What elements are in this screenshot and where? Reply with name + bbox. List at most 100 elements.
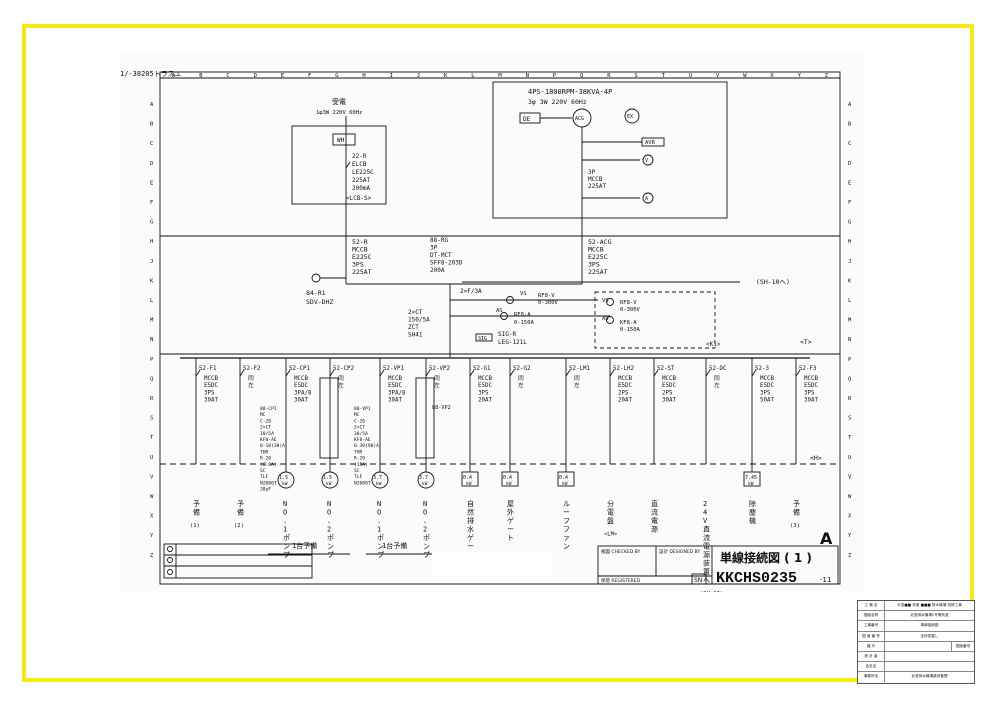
vp-starter-line: THR — [354, 449, 363, 455]
cp-starter-line: 30μF — [260, 487, 271, 493]
branch-tag: 52-G2 — [513, 366, 530, 372]
load-rating: 7.45 — [745, 475, 757, 481]
branch-label-char: 屋 — [507, 500, 514, 508]
vp-starter-line: C-20 — [354, 418, 365, 424]
branch-label-char: 盤 — [607, 516, 614, 525]
gen-voltmeter — [642, 154, 654, 166]
column-letter: Q — [580, 73, 583, 79]
branch-label-char: ー — [563, 509, 570, 517]
branch-spec: 同 — [248, 375, 254, 382]
branch-tag: 52-3 — [755, 366, 769, 372]
branch-label-char: 装 — [703, 559, 710, 568]
column-letter: L — [471, 73, 475, 79]
row-letter-right: U — [848, 455, 851, 461]
load-box — [501, 471, 519, 487]
breaker-symbol — [345, 161, 351, 169]
branch-label-char: プ — [327, 551, 334, 559]
k1-ammeter-symbol — [606, 316, 614, 324]
column-letter: F — [308, 73, 311, 79]
row-letter-left: A — [150, 102, 154, 108]
row-letter-right: K — [848, 278, 852, 284]
branch-breaker-symbol — [469, 369, 475, 377]
branch-spec: 左 — [434, 381, 440, 389]
acg-label: ACG — [575, 116, 584, 122]
generator-box — [492, 81, 728, 219]
load-rating: 3.7 — [419, 475, 428, 481]
panel-t-label: <T> — [800, 338, 812, 346]
branch-spec: MCCB — [760, 376, 774, 382]
branch-spec: 30AT — [388, 398, 402, 404]
row-letter-right: B — [848, 122, 852, 128]
branch-spec: MCCB — [478, 376, 492, 382]
branch-label-char: ン — [327, 543, 334, 551]
meter-label: WH — [337, 137, 345, 144]
avr-label: AVR — [645, 140, 656, 146]
gen-breaker-line: MCCB — [588, 176, 603, 183]
branch-spec: 30AT — [804, 398, 818, 404]
source-label: 受電 — [332, 97, 346, 106]
row-letter-left: N — [150, 337, 153, 343]
r-breaker-line: 52-R — [352, 238, 368, 246]
cp-starter-line: 88-CP1 — [260, 406, 277, 412]
rf8v-label: RF8-V — [538, 293, 555, 299]
diagram-border — [159, 71, 841, 585]
row-letter-right: X — [848, 514, 852, 520]
load-unit: kW — [562, 481, 568, 487]
row-letter-left: G — [150, 220, 153, 226]
branch-label-char: 然 — [467, 508, 474, 517]
de-label: DE — [523, 116, 531, 123]
branch-label-char: O — [283, 509, 287, 517]
sn-label: SN — [694, 577, 702, 584]
branch-tag: 52-G1 — [473, 366, 491, 372]
column-letter: J — [417, 73, 420, 79]
branch-sub-label: (2) — [234, 523, 244, 529]
branch-circuits: 52-F1MCCBE5DC3PS30AT予備(1)52-F2同左予備(2)52-… — [190, 358, 818, 592]
vp-starter-line: KF8-AE — [354, 437, 371, 443]
branch-tag: 52-F2 — [243, 366, 260, 372]
branch-label-char: 備 — [193, 508, 200, 517]
revision-mark-1 — [167, 546, 173, 552]
vp-starter-line: 2×CT — [354, 425, 365, 431]
load-unit: kW — [282, 481, 288, 487]
vs-label: VS — [520, 291, 527, 297]
load-unit: kW — [326, 481, 332, 487]
vp-starter-line: TLF — [354, 474, 363, 480]
row-letter-right: Z — [848, 553, 852, 559]
branch-label-char: 備 — [793, 508, 800, 517]
acg-breaker-line: 3PS — [588, 261, 600, 269]
branch-label-char: 塵 — [749, 508, 756, 517]
load-unit: kW — [422, 481, 428, 487]
branch-label-char: ン — [563, 543, 570, 551]
branch-spec: 左 — [518, 381, 524, 389]
load-rating: 0.4 — [559, 475, 568, 481]
branch-label-char: 電 — [651, 517, 658, 525]
v300-label: 0-300V — [538, 300, 559, 306]
cp-starter-line: KF8-AE — [260, 437, 277, 443]
cp-starter-line: 0-10(30)A — [260, 443, 285, 449]
stamp-key: 図面名称 — [858, 611, 885, 621]
branch-label-char: 予 — [793, 500, 800, 508]
column-letter: D — [254, 73, 257, 79]
branch-label-char: . — [423, 517, 427, 525]
a150-label: 0-150A — [514, 320, 535, 326]
vp2-tag: 88-VP2 — [432, 405, 451, 411]
as-label: AS — [496, 308, 503, 314]
stamp-title-block: 工 事 名平成■■ 年度 ■■■ 排水機場 改修工事図面名称北島排水機場2号電気… — [857, 600, 975, 684]
branch-spec: 左 — [248, 381, 254, 389]
branch-breaker-symbol — [239, 369, 245, 377]
branch-label-char: 水 — [467, 525, 474, 534]
vp-starter-line: N2080T — [354, 480, 371, 486]
cp-starter-line: SC — [260, 468, 266, 474]
branch-spec: E5DC — [478, 383, 492, 389]
branch-label-char: ン — [377, 543, 384, 551]
branch-spec: 20AT — [478, 398, 492, 404]
row-letter-right: H — [848, 239, 851, 245]
branch-spec: E5DC — [804, 383, 818, 389]
row-letter-left: K — [150, 278, 154, 284]
stamp-key: 図 面 番 号 — [858, 631, 885, 641]
branch-label-char: 除 — [749, 499, 756, 508]
gen-breaker-line: 225AT — [588, 183, 606, 190]
column-letter: W — [743, 73, 747, 79]
